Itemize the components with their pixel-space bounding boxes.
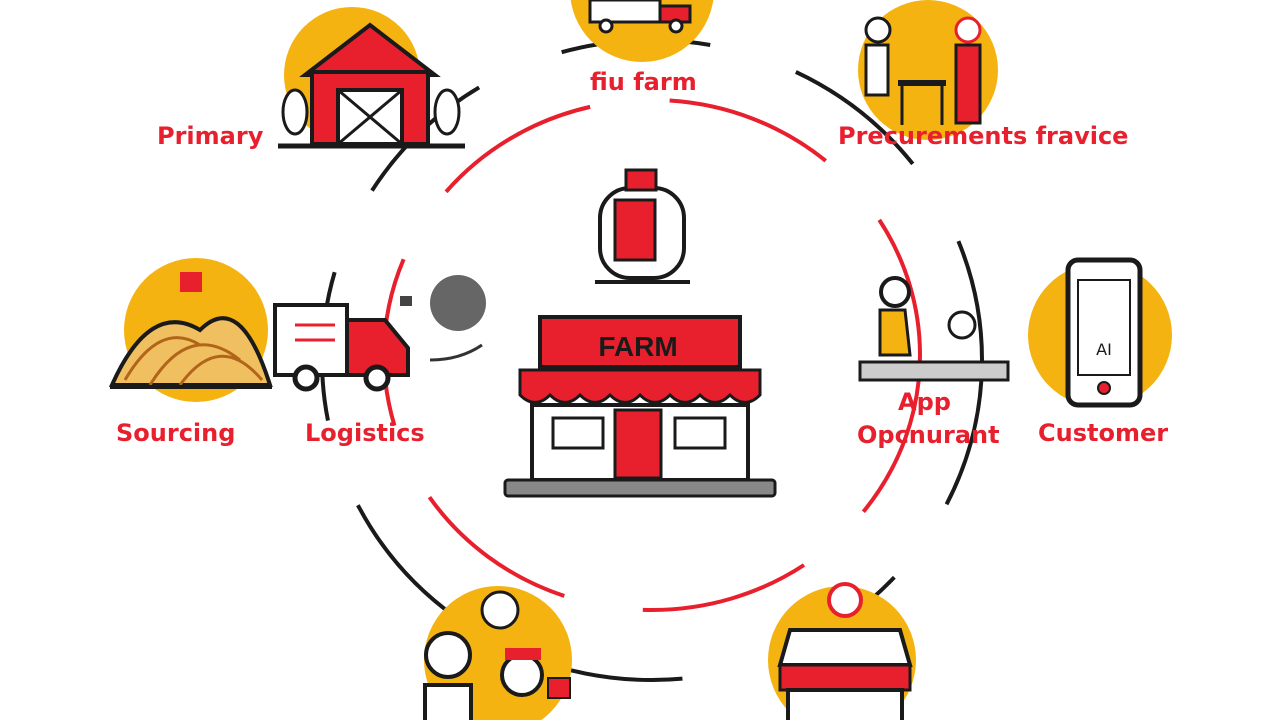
hay-field-icon xyxy=(108,258,273,402)
cart-icon xyxy=(595,168,690,284)
people-chat-icon xyxy=(423,586,572,720)
truck-icon xyxy=(273,303,410,392)
barn-icon xyxy=(278,7,465,149)
label-sourcing: Sourcing xyxy=(116,419,236,447)
smartphone-icon: AI xyxy=(1028,257,1172,408)
label-top: fiu farm xyxy=(590,68,697,96)
storefront-icon xyxy=(503,315,777,498)
label-logistics: Logistics xyxy=(305,419,425,447)
operator-icon xyxy=(858,276,1010,382)
label-customer: Customer xyxy=(1038,419,1169,447)
pin-icon xyxy=(400,275,486,362)
vendors-icon xyxy=(858,0,998,140)
delivery-truck-icon xyxy=(570,0,714,62)
label-primary: Primary xyxy=(157,122,264,150)
label-operator: Opcnurant xyxy=(857,421,1000,449)
market-stall-icon xyxy=(768,582,916,720)
center-sign-text: FARM xyxy=(598,331,677,362)
phone-screen-text: AI xyxy=(1096,340,1112,359)
label-procurement-service: Precurements fravice xyxy=(838,122,1129,150)
label-app: App xyxy=(898,388,951,416)
